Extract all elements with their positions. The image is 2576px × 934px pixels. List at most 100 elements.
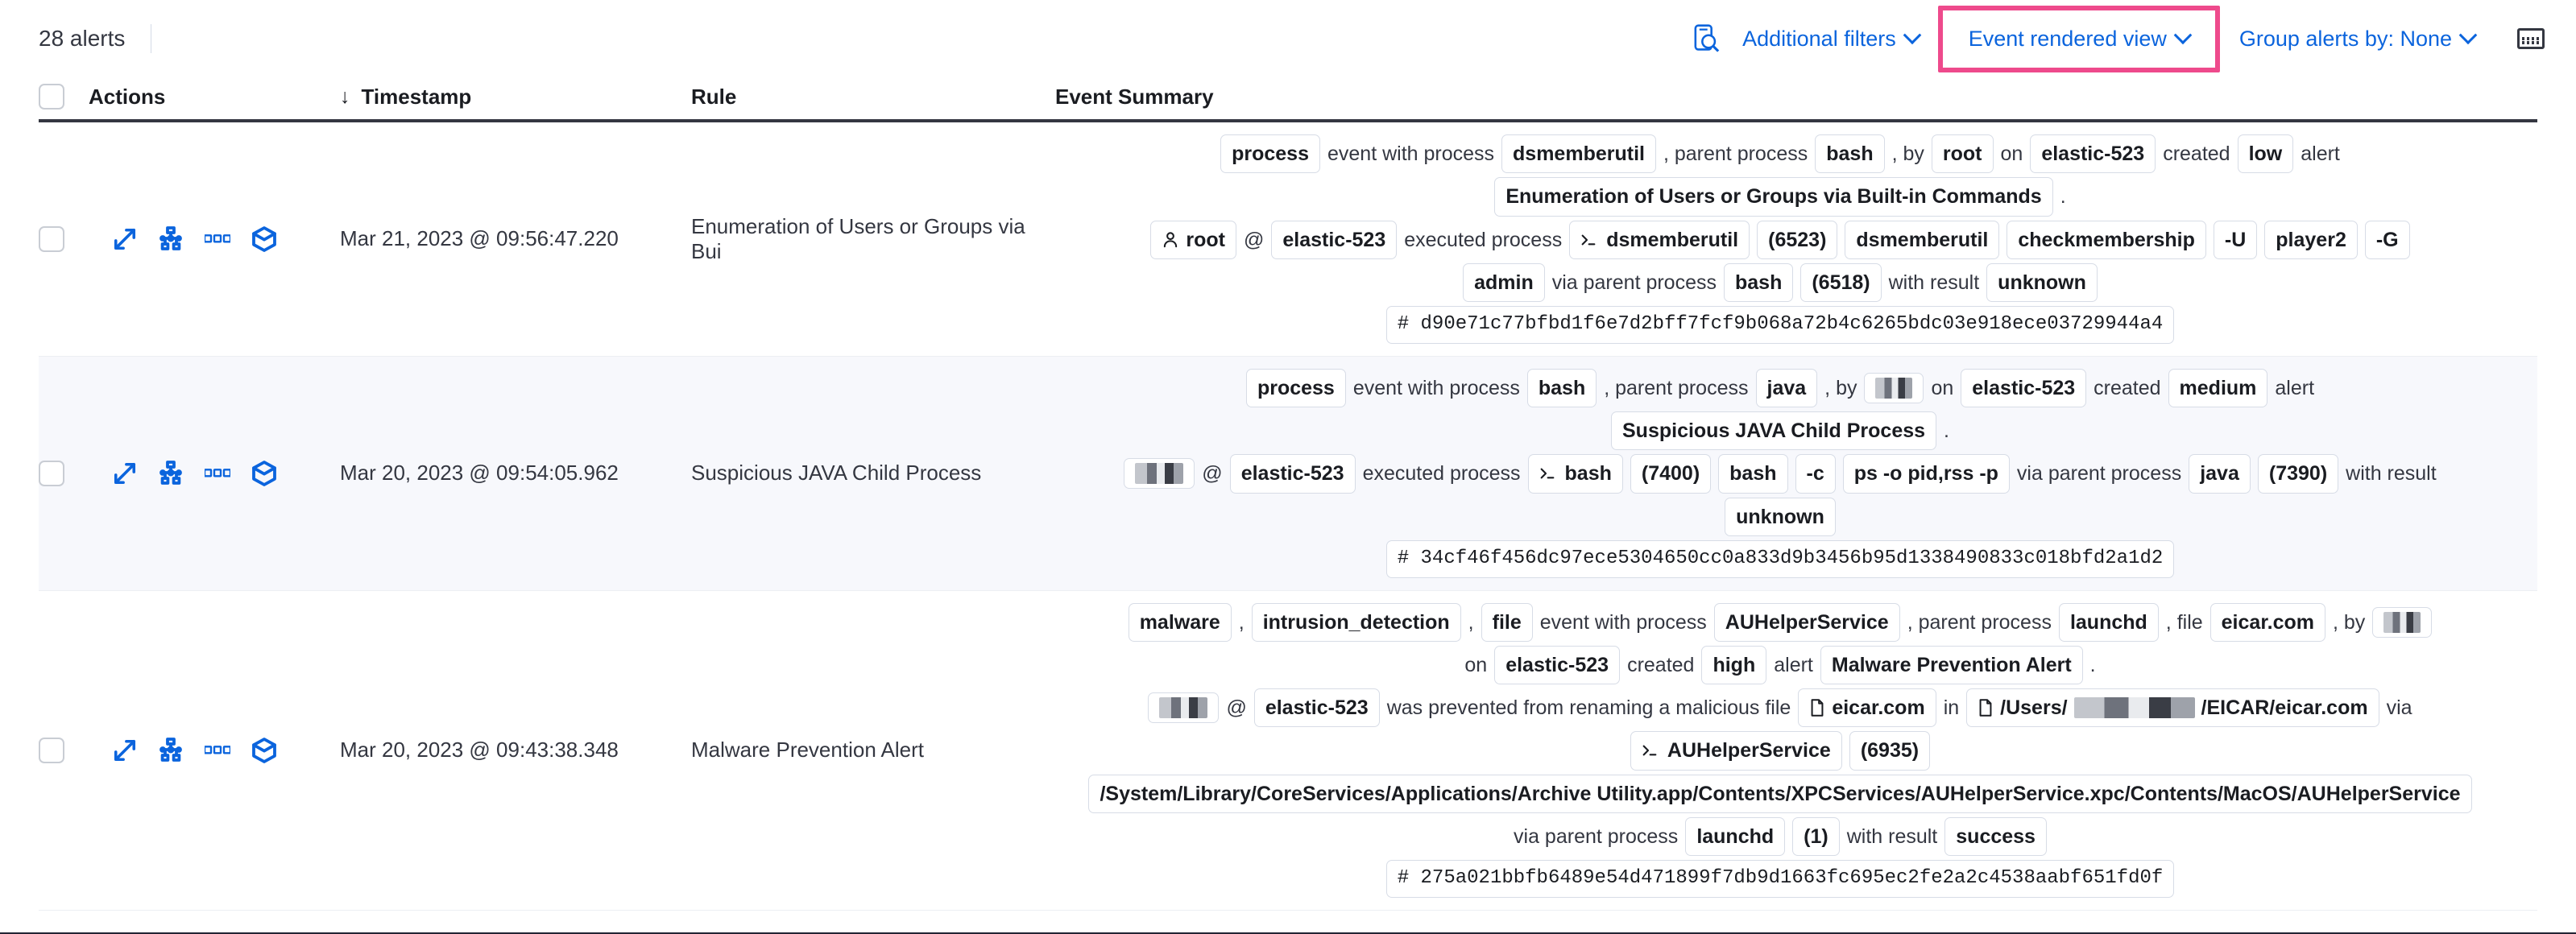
summary-chip[interactable]: dsmemberutil bbox=[1845, 220, 2000, 259]
row-select-checkbox[interactable] bbox=[39, 225, 89, 252]
summary-chip[interactable]: dsmemberutil bbox=[1501, 134, 1656, 174]
event-rendered-view-button[interactable]: Event rendered view bbox=[1954, 19, 2204, 60]
table-header-row: Actions ↓ Timestamp Rule Event Summary bbox=[39, 77, 2537, 122]
summary-chip[interactable]: unknown bbox=[1725, 497, 1836, 536]
session-view-icon[interactable] bbox=[251, 460, 277, 486]
analyze-event-icon[interactable] bbox=[158, 460, 184, 486]
summary-chip-hash[interactable]: # 34cf46f456dc97ece5304650cc0a833d9b3456… bbox=[1385, 539, 2175, 578]
summary-chip[interactable]: bash bbox=[1526, 368, 1597, 408]
summary-chip[interactable]: -U bbox=[2213, 220, 2258, 259]
summary-chip[interactable]: elastic-523 bbox=[1229, 454, 1356, 494]
summary-chip[interactable]: Enumeration of Users or Groups via Built… bbox=[1494, 177, 2053, 217]
checkbox-box bbox=[39, 84, 64, 110]
summary-chip[interactable]: process bbox=[1245, 368, 1346, 408]
summary-chip-hash[interactable]: # 275a021bbfb6489e54d471899f7db9d1663fc6… bbox=[1385, 860, 2175, 898]
summary-chip[interactable]: high bbox=[1701, 645, 1767, 685]
expand-icon[interactable] bbox=[113, 227, 137, 251]
summary-chip[interactable]: launchd bbox=[1685, 816, 1786, 857]
redacted-value bbox=[2383, 611, 2421, 633]
summary-chip[interactable]: launchd bbox=[2058, 602, 2159, 642]
expand-icon[interactable] bbox=[113, 461, 137, 486]
group-alerts-by-button[interactable]: Group alerts by: None bbox=[2225, 19, 2489, 60]
summary-chip[interactable]: bash bbox=[1815, 134, 1885, 174]
summary-chip-file[interactable]: eicar.com bbox=[1798, 688, 1936, 728]
summary-chip[interactable]: malware bbox=[1128, 602, 1232, 642]
summary-chip-hash[interactable]: # d90e71c77bfbd1f6e7d2bff7fcf9b068a72b4c… bbox=[1385, 306, 2175, 344]
more-actions-icon[interactable] bbox=[205, 745, 230, 756]
summary-text: executed process bbox=[1362, 462, 1521, 486]
summary-chip[interactable]: checkmembership bbox=[2007, 220, 2206, 259]
summary-chip[interactable]: java bbox=[1755, 368, 1818, 408]
select-all-checkbox[interactable] bbox=[39, 84, 89, 113]
summary-chip[interactable]: -G bbox=[2364, 220, 2410, 259]
event-summary-line: # 275a021bbfb6489e54d471899f7db9d1663fc6… bbox=[1055, 860, 2505, 898]
summary-chip[interactable]: -c bbox=[1795, 454, 1836, 494]
summary-chip[interactable]: bash bbox=[1718, 454, 1788, 494]
summary-chip-user-redacted[interactable] bbox=[1124, 458, 1195, 490]
column-header-actions: Actions bbox=[89, 84, 166, 109]
summary-chip-executable-path[interactable]: /System/Library/CoreServices/Application… bbox=[1088, 774, 2472, 813]
summary-chip[interactable]: ps -o pid,rss -p bbox=[1842, 454, 2010, 494]
summary-chip[interactable]: elastic-523 bbox=[1961, 368, 2087, 408]
alerts-table: Actions ↓ Timestamp Rule Event Summary M… bbox=[39, 77, 2537, 911]
summary-chip[interactable]: bash bbox=[1724, 262, 1794, 302]
summary-chip[interactable]: Malware Prevention Alert bbox=[1820, 645, 2083, 685]
row-select-checkbox[interactable] bbox=[39, 737, 89, 763]
summary-chip[interactable]: low bbox=[2237, 134, 2294, 174]
summary-chip[interactable]: (7390) bbox=[2257, 454, 2339, 494]
summary-chip[interactable]: (6523) bbox=[1757, 220, 1838, 259]
summary-text: with result bbox=[2346, 462, 2437, 486]
summary-text: in bbox=[1943, 696, 1960, 720]
summary-chip[interactable]: (6518) bbox=[1800, 262, 1882, 302]
summary-chip[interactable]: java bbox=[2189, 454, 2251, 494]
summary-chip[interactable]: elastic-523 bbox=[1253, 688, 1380, 728]
session-view-icon[interactable] bbox=[251, 225, 277, 252]
analyze-event-icon[interactable] bbox=[158, 737, 184, 763]
summary-chip[interactable]: file bbox=[1481, 602, 1533, 642]
summary-chip[interactable]: elastic-523 bbox=[1494, 645, 1621, 685]
summary-chip[interactable]: (1) bbox=[1792, 816, 1840, 857]
summary-chip[interactable]: elastic-523 bbox=[1271, 220, 1398, 259]
keyboard-shortcuts-icon[interactable] bbox=[2510, 18, 2552, 60]
summary-chip-user-redacted[interactable] bbox=[1148, 692, 1220, 724]
summary-chip[interactable]: medium bbox=[2168, 368, 2268, 408]
summary-chip-user-redacted[interactable] bbox=[2372, 606, 2433, 638]
summary-chip-process[interactable]: dsmemberutil bbox=[1569, 220, 1750, 259]
summary-text: via parent process bbox=[2016, 462, 2182, 486]
summary-chip[interactable]: AUHelperService bbox=[1713, 602, 1900, 642]
summary-chip-file-path-redacted[interactable]: /Users//EICAR/eicar.com bbox=[1966, 688, 2379, 728]
summary-chip[interactable]: Suspicious JAVA Child Process bbox=[1611, 411, 1937, 451]
more-actions-icon[interactable] bbox=[205, 468, 230, 479]
inspect-search-icon[interactable] bbox=[1686, 18, 1728, 60]
summary-chip-user[interactable]: root bbox=[1150, 220, 1236, 259]
summary-chip-process[interactable]: bash bbox=[1527, 454, 1623, 494]
summary-chip[interactable]: (7400) bbox=[1630, 454, 1712, 494]
summary-chip[interactable]: root bbox=[1931, 134, 1994, 174]
summary-chip[interactable]: elastic-523 bbox=[2030, 134, 2156, 174]
summary-chip[interactable]: success bbox=[1944, 816, 2047, 857]
summary-chip-process[interactable]: AUHelperService bbox=[1630, 731, 1842, 771]
session-view-icon[interactable] bbox=[251, 737, 277, 763]
column-header-timestamp[interactable]: ↓ Timestamp bbox=[340, 85, 691, 113]
summary-chip[interactable]: eicar.com bbox=[2209, 602, 2326, 642]
expand-icon[interactable] bbox=[113, 738, 137, 762]
summary-chip[interactable]: intrusion_detection bbox=[1251, 602, 1461, 642]
summary-chip-user-redacted[interactable] bbox=[1864, 372, 1924, 403]
summary-chip[interactable]: process bbox=[1220, 134, 1320, 174]
summary-text: on bbox=[2000, 143, 2023, 165]
row-select-checkbox[interactable] bbox=[39, 460, 89, 486]
summary-chip[interactable]: player2 bbox=[2264, 220, 2358, 259]
additional-filters-button[interactable]: Additional filters bbox=[1728, 19, 1933, 60]
summary-text: , bbox=[1238, 610, 1245, 634]
more-actions-icon[interactable] bbox=[205, 234, 230, 245]
summary-chip[interactable]: admin bbox=[1463, 262, 1545, 302]
summary-text: alert bbox=[2275, 376, 2315, 399]
summary-chip[interactable]: (6935) bbox=[1849, 731, 1931, 771]
summary-chip[interactable]: unknown bbox=[1986, 262, 2098, 302]
analyze-event-icon[interactable] bbox=[158, 225, 184, 252]
